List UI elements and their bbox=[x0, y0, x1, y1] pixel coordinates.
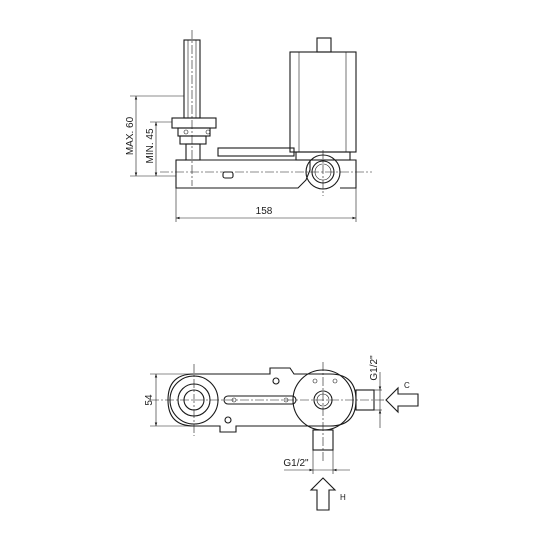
dimension-thread-bottom: G1/2" bbox=[283, 450, 350, 474]
hot-inlet-label: H bbox=[340, 493, 346, 502]
dimension-thread-right: G1/2" bbox=[369, 355, 382, 428]
spout-flange bbox=[171, 117, 217, 161]
dim-thread-right-label: G1/2" bbox=[369, 355, 380, 381]
dim-length-label: 158 bbox=[256, 206, 273, 217]
plaster-guard bbox=[217, 147, 295, 157]
dimension-min: MIN. 45 bbox=[145, 121, 172, 176]
hot-inlet-arrow: H bbox=[309, 477, 346, 511]
cold-inlet-arrow: C bbox=[385, 381, 419, 414]
top-view: 54 G1/2" G1/2" C H bbox=[144, 355, 419, 511]
dim-max-label: MAX. 60 bbox=[125, 116, 136, 155]
mixer-cylinder bbox=[289, 37, 357, 161]
mounting-slot bbox=[223, 377, 297, 424]
dim-thread-bottom-label: G1/2" bbox=[283, 458, 309, 469]
dimension-max: MAX. 60 bbox=[125, 95, 184, 177]
dim-min-label: MIN. 45 bbox=[145, 128, 156, 163]
dimension-length: 158 bbox=[175, 188, 357, 222]
body-outline bbox=[167, 367, 357, 433]
dim-height-label: 54 bbox=[144, 394, 155, 406]
dimension-height: 54 bbox=[144, 373, 194, 427]
cold-inlet-label: C bbox=[404, 381, 410, 390]
side-view: MAX. 60 MIN. 45 158 bbox=[125, 30, 372, 222]
